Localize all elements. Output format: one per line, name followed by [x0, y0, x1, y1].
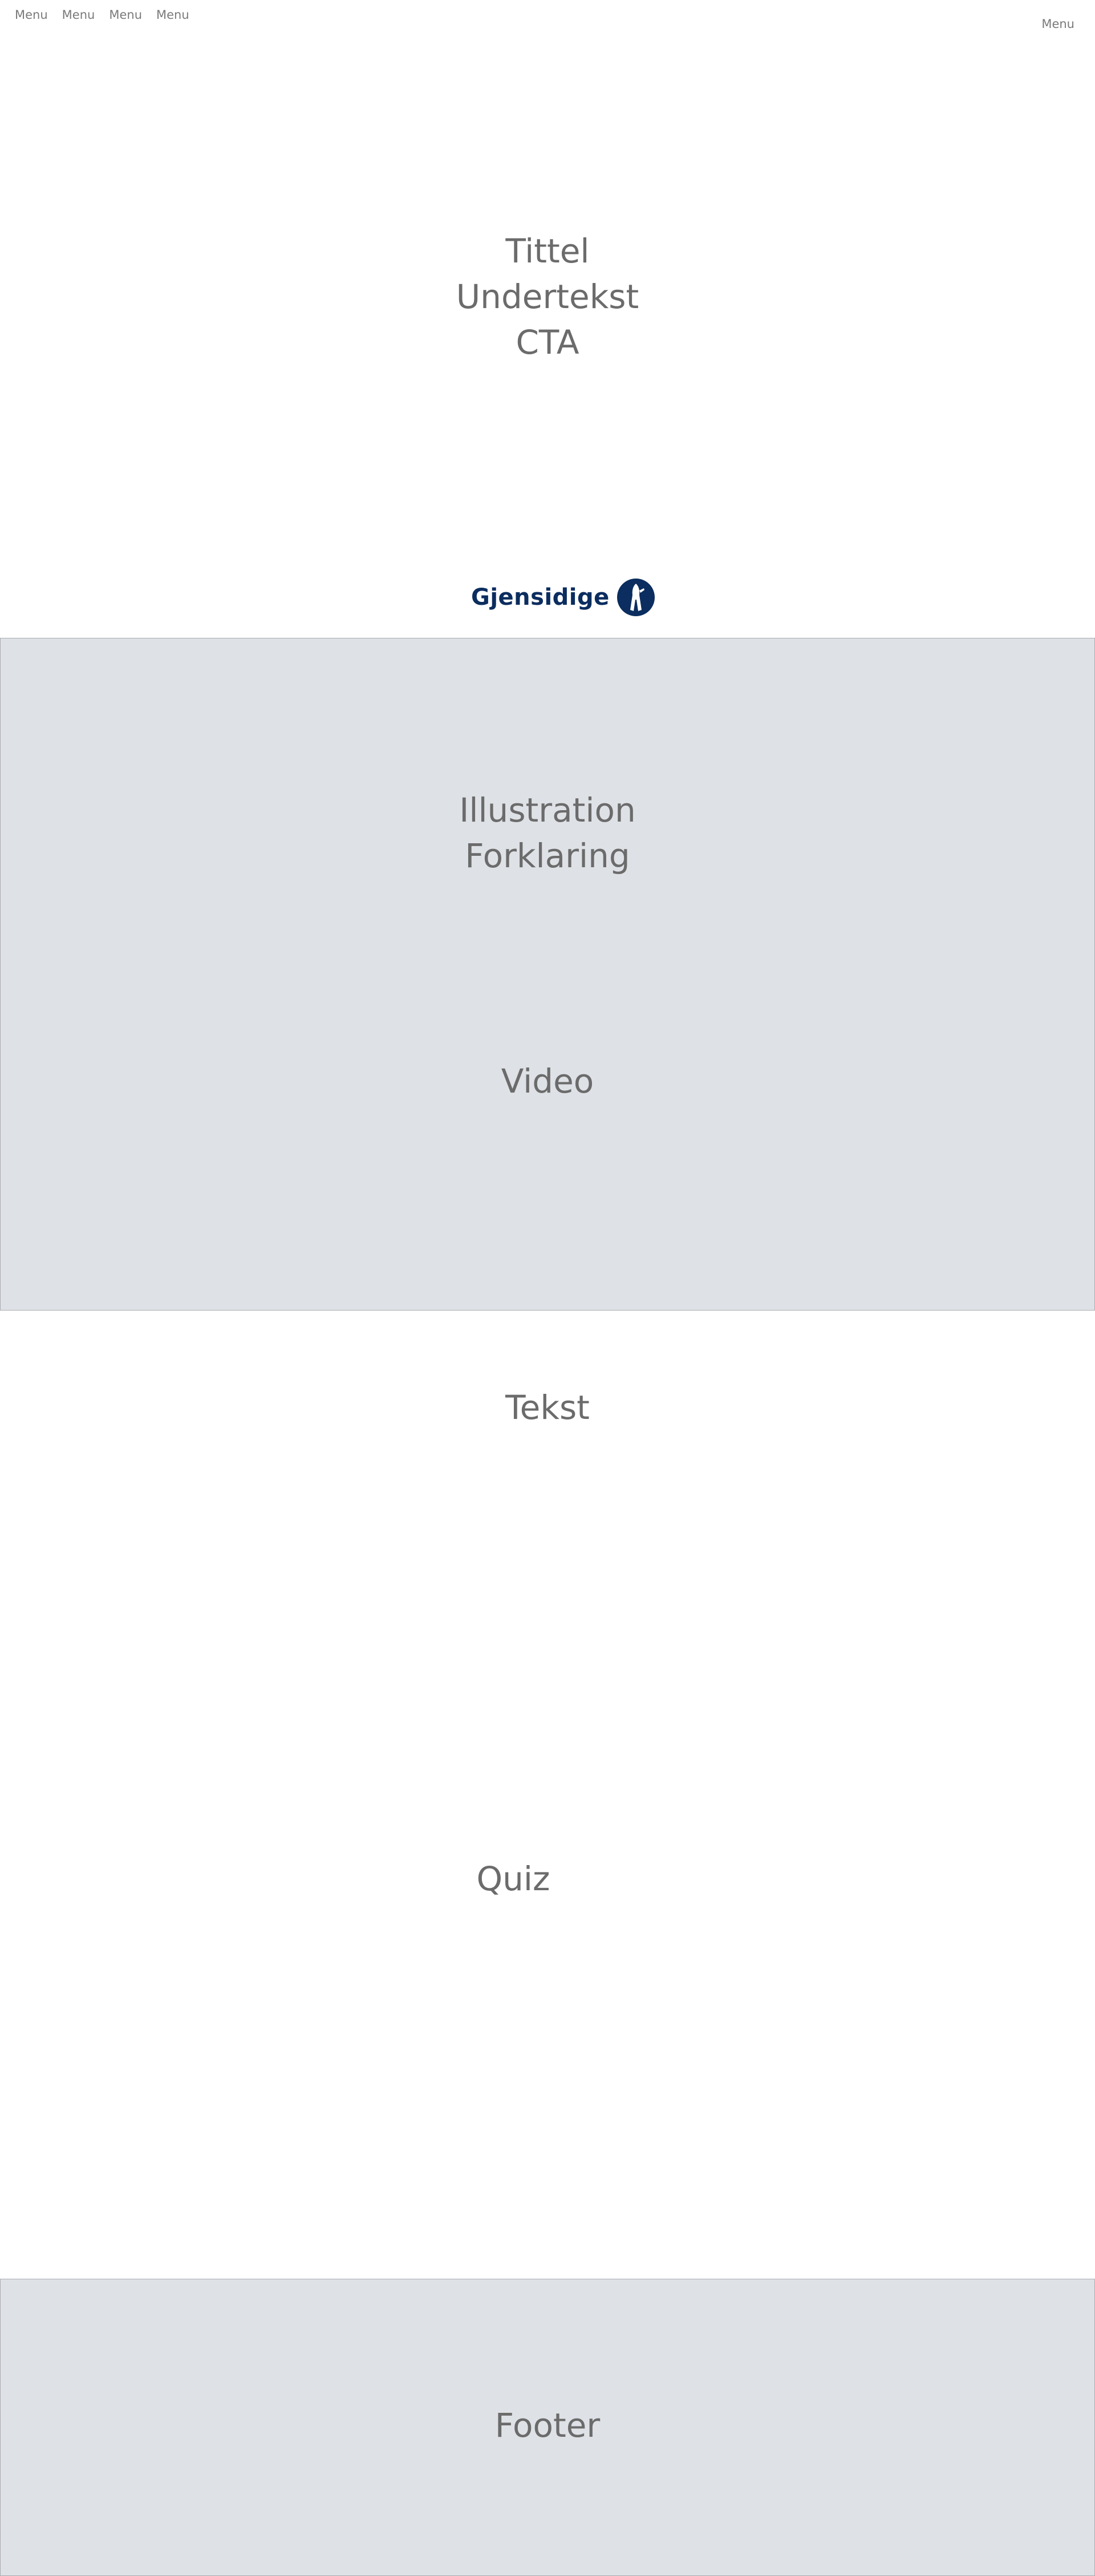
hero-subtitle: Undertekst	[456, 277, 639, 316]
media-section	[0, 638, 1095, 1311]
nav-item-2[interactable]: Menu	[62, 8, 95, 22]
video-placeholder[interactable]: Video	[501, 1062, 594, 1101]
nav-item-1[interactable]: Menu	[15, 8, 48, 22]
illustration-label: Illustration	[459, 791, 636, 830]
nav-menu-right[interactable]: Menu	[1041, 17, 1074, 31]
nav-item-4[interactable]: Menu	[156, 8, 189, 22]
illustration-block: Illustration Forklaring	[0, 787, 1095, 879]
nav-item-3[interactable]: Menu	[109, 8, 143, 22]
brand-logo[interactable]: Gjensidige	[471, 577, 655, 617]
gjensidige-emblem-icon	[617, 579, 655, 616]
main-nav: Menu Menu Menu Menu	[15, 8, 204, 22]
hero-section: Menu Menu Menu Menu Menu Tittel Undertek…	[0, 0, 1095, 638]
quiz-section-label[interactable]: Quiz	[476, 1859, 550, 1898]
hero-cta[interactable]: CTA	[516, 323, 579, 362]
brand-name: Gjensidige	[471, 584, 610, 610]
footer: Footer	[0, 2279, 1095, 2576]
explanation-label: Forklaring	[465, 836, 630, 875]
text-section-label: Tekst	[505, 1388, 590, 1427]
footer-label: Footer	[494, 2406, 601, 2445]
hero-content: Tittel Undertekst CTA	[0, 228, 1095, 365]
hero-title: Tittel	[505, 232, 590, 270]
